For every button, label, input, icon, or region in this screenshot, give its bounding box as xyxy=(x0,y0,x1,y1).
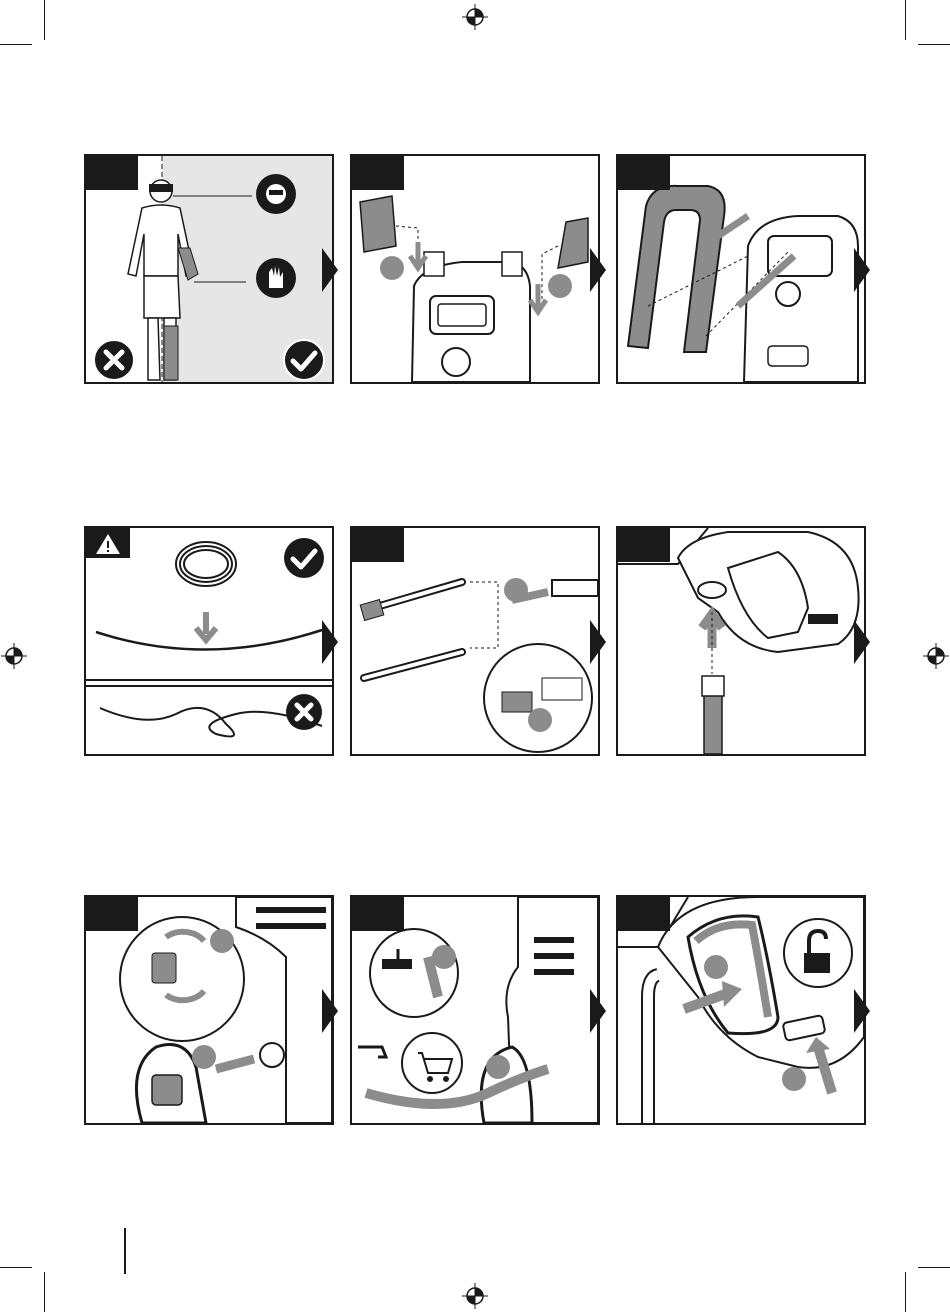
next-step-arrow-icon xyxy=(590,989,606,1033)
crop-mark xyxy=(44,1272,45,1312)
next-step-arrow-icon xyxy=(854,989,870,1033)
next-step-arrow-icon xyxy=(854,620,870,664)
crop-mark xyxy=(918,44,950,45)
crop-mark xyxy=(905,1272,906,1312)
next-step-arrow-icon xyxy=(322,989,338,1033)
crop-mark xyxy=(905,0,906,40)
step-panel-attach-handle xyxy=(616,154,866,384)
step-number-tab xyxy=(352,528,404,562)
next-step-arrow-icon xyxy=(322,620,338,664)
gloves-icon xyxy=(256,258,296,298)
step-panel-attach-holders xyxy=(350,154,600,384)
cross-circle-icon xyxy=(286,694,322,730)
step-panel-unlock-trigger xyxy=(616,895,866,1125)
step-panel-connect-water-inlet xyxy=(84,895,334,1125)
crop-mark xyxy=(918,1267,950,1268)
step-panel-connect-lances xyxy=(350,526,600,756)
step-panel-uncoil-hose xyxy=(84,526,334,756)
registration-mark-icon xyxy=(461,1282,489,1310)
step-number-tab xyxy=(352,897,404,931)
next-step-arrow-icon xyxy=(590,248,606,292)
crop-mark xyxy=(44,0,45,40)
cross-circle-icon xyxy=(94,340,134,380)
crop-mark xyxy=(0,1267,32,1268)
hose-coil-icon xyxy=(176,542,236,586)
step-number-tab xyxy=(618,156,670,190)
step-number-tab xyxy=(86,156,138,190)
registration-mark-icon xyxy=(922,642,950,670)
next-step-arrow-icon xyxy=(854,248,870,292)
step-number-tab xyxy=(618,897,670,931)
step-number-tab xyxy=(352,156,404,190)
registration-mark-icon xyxy=(0,642,28,670)
step-panel-connect-garden-hose xyxy=(350,895,600,1125)
step-number-tab xyxy=(86,897,138,931)
page-edge-line xyxy=(124,1228,126,1274)
next-step-arrow-icon xyxy=(322,248,338,292)
check-circle-icon xyxy=(284,340,324,380)
crop-mark xyxy=(0,44,32,45)
check-circle-icon xyxy=(284,538,324,578)
registration-mark-icon xyxy=(461,3,489,31)
face-shield-icon xyxy=(256,174,296,214)
step-panel-safety-equipment xyxy=(84,154,334,384)
step-panel-insert-lance-into-gun xyxy=(616,526,866,756)
next-step-arrow-icon xyxy=(590,620,606,664)
step-number-tab xyxy=(618,528,670,562)
